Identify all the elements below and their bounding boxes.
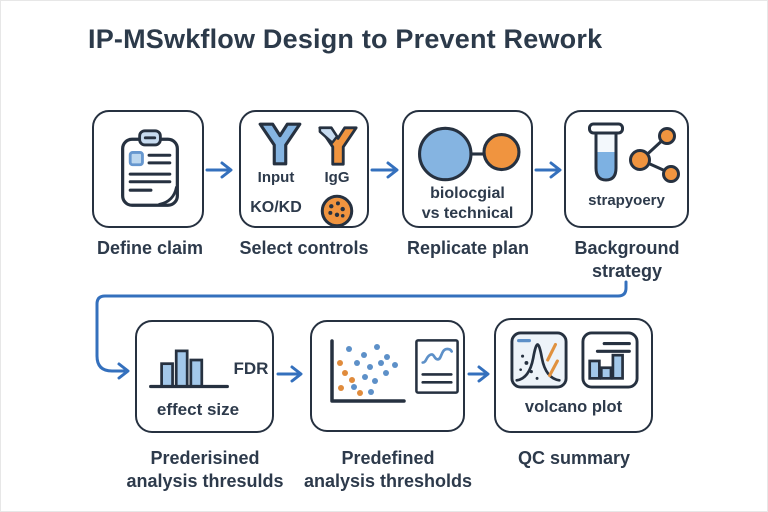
label-analysis-thresholds-2-line1: Predefined [341, 448, 435, 468]
volcano-plot-icon [510, 331, 568, 389]
label-analysis-thresholds-2: Predefined analysis thresholds [288, 447, 488, 493]
arrow-replicate-to-background [534, 161, 562, 179]
label-define-claim: Define claim [96, 238, 204, 258]
arrow-define-to-controls [205, 161, 233, 179]
trend-document-icon [415, 339, 459, 394]
clipboard-icon [121, 129, 179, 207]
background-caption: strapyoery [588, 192, 665, 209]
control-label-igg: IgG [324, 169, 350, 186]
arrow-thresholds1-to-thresholds2 [276, 365, 303, 383]
effect-size-caption: effect size [156, 400, 240, 419]
test-tube-icon [588, 122, 624, 182]
linked-circles-icon [418, 126, 521, 182]
arrow-thresholds2-to-qc [467, 365, 490, 383]
fdr-label: FDR [233, 359, 269, 378]
dish-icon [320, 194, 354, 228]
label-replicate-plan: Replicate plan [406, 238, 530, 258]
report-chart-icon [581, 331, 639, 389]
replicate-caption-line2: vs technical [421, 204, 514, 222]
page-title: IP-MSwkflow Design to Prevent Rework [88, 24, 603, 54]
node-select-controls: Input IgG KO/KD [239, 110, 369, 228]
antibody-orange-icon [318, 126, 358, 166]
label-select-controls: Select controls [239, 238, 369, 258]
node-analysis-thresholds-1: FDR effect size [135, 320, 274, 433]
replicate-caption-line1: biolocgial [430, 185, 505, 202]
label-analysis-thresholds-1-line1: Prederisined [150, 448, 260, 468]
volcano-plot-caption: volcano plot [524, 398, 623, 416]
label-analysis-thresholds-1: Prederisined analysis thresulds [105, 447, 305, 493]
label-background-strategy-line1: Background [574, 238, 680, 258]
node-replicate-plan: biolocgial vs technical [402, 110, 533, 228]
label-analysis-thresholds-1-line2: analysis thresulds [126, 471, 284, 492]
control-label-input: Input [257, 169, 295, 186]
antibody-blue-icon [258, 122, 302, 166]
label-background-strategy: Background strategy [547, 237, 707, 283]
node-define-claim [92, 110, 204, 228]
label-background-strategy-line2: strategy [591, 261, 663, 282]
bar-chart-icon [149, 349, 229, 389]
node-analysis-thresholds-2 [310, 320, 465, 432]
molecule-icon [629, 127, 680, 183]
replicate-caption: biolocgial vs technical [404, 184, 531, 223]
arrow-controls-to-replicate [370, 161, 399, 179]
label-qc-summary: QC summary [517, 448, 631, 468]
scatter-plot-icon [330, 339, 406, 403]
node-qc-summary: volcano plot [494, 318, 653, 433]
node-background-strategy: strapyoery [564, 110, 689, 228]
label-analysis-thresholds-2-line2: analysis thresholds [303, 471, 473, 492]
control-label-kokd: KO/KD [250, 199, 302, 216]
